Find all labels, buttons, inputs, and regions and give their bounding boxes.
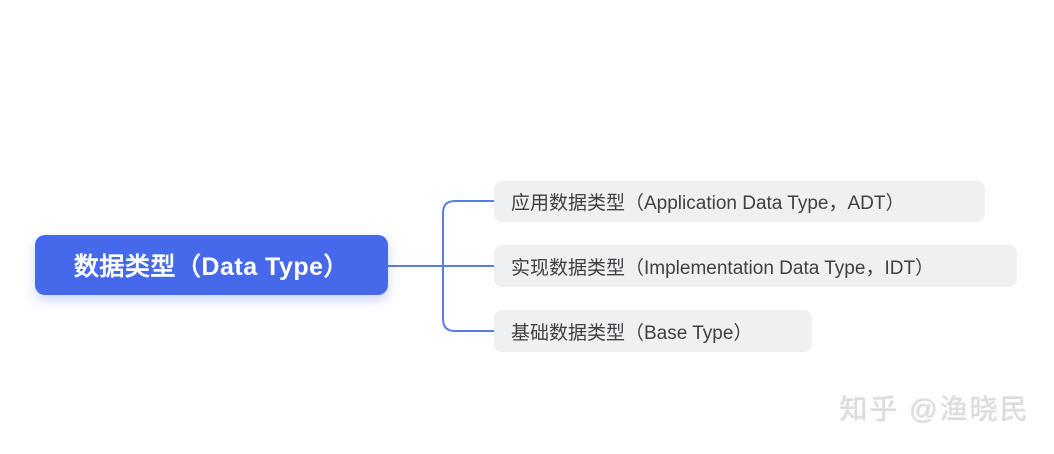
connector-root-to-child-1 [442, 200, 495, 267]
child-node-label: 应用数据类型（Application Data Type，ADT） [511, 193, 905, 214]
mindmap-node-implementation-data-type[interactable]: 实现数据类型（Implementation Data Type，IDT） [494, 245, 1017, 287]
mindmap-root-node[interactable]: 数据类型（Data Type） [35, 235, 388, 295]
mindmap-node-base-type[interactable]: 基础数据类型（Base Type） [494, 310, 812, 352]
mindmap-node-application-data-type[interactable]: 应用数据类型（Application Data Type，ADT） [494, 181, 985, 222]
child-node-label: 实现数据类型（Implementation Data Type，IDT） [511, 257, 935, 279]
root-node-label: 数据类型（Data Type） [73, 253, 350, 281]
child-node-label: 基础数据类型（Base Type） [511, 322, 753, 344]
zhihu-watermark: 知乎 @渔晓民 [839, 394, 1030, 425]
connector-root-to-child-3 [442, 265, 495, 332]
